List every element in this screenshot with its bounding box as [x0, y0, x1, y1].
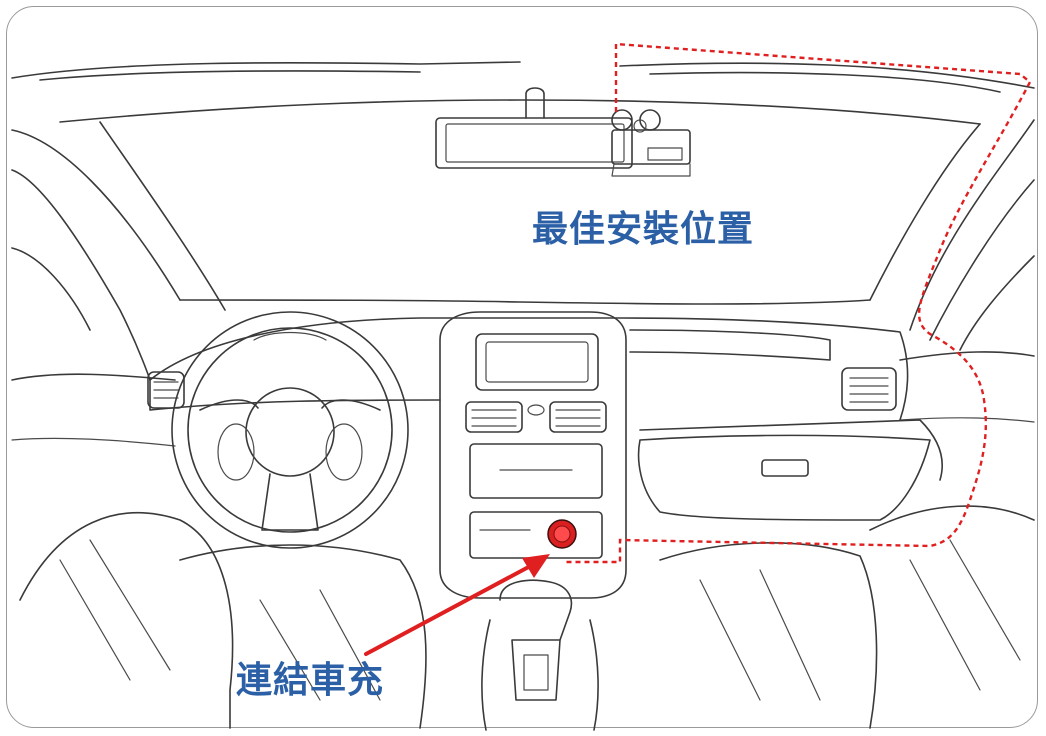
pointer-arrow-icon: [364, 554, 550, 656]
left-door: [11, 169, 176, 447]
dashcam-device-icon: [611, 109, 691, 177]
steering-wheel: [171, 311, 409, 549]
seats: [19, 505, 1035, 729]
car-charger-socket-icon: [547, 519, 577, 549]
windshield-frame: [11, 61, 1035, 331]
connect-charger-label: 連結車充: [236, 660, 385, 701]
dashboard: [147, 317, 943, 521]
best-installation-position-label: 最佳安裝位置: [532, 209, 755, 250]
rear-view-mirror: [435, 87, 633, 169]
gear-shifter: [481, 579, 599, 731]
right-door: [899, 179, 1035, 423]
diagram-frame: [6, 6, 1038, 728]
cable-route: [566, 42, 1032, 564]
center-console: [439, 311, 627, 599]
